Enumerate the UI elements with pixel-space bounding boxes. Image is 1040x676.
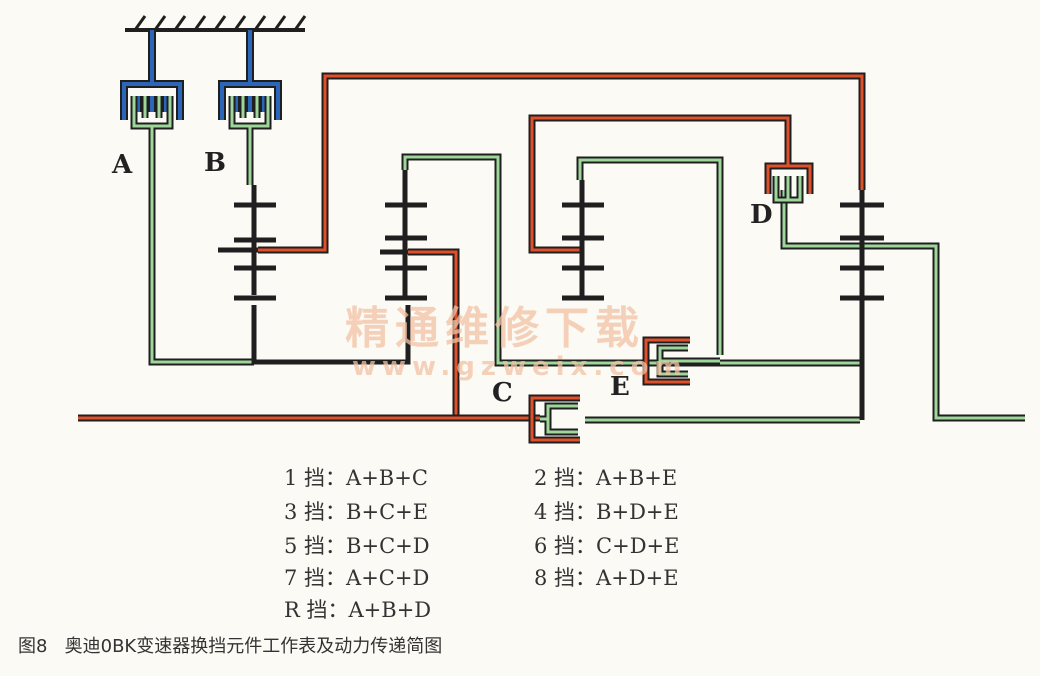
planetary-gearset-4 (840, 190, 884, 301)
watermark-title: 精通维修下载 (345, 303, 645, 354)
green-shafts (148, 140, 1025, 424)
gear-row-7: 7 挡：A+C+D (284, 566, 430, 590)
clutch-c (528, 394, 580, 444)
brake-a (120, 30, 184, 140)
figure-title: 奥迪0BK变速器换挡元件工作表及动力传递简图 (64, 636, 443, 657)
gear-row-1: 1 挡：A+B+C (284, 466, 428, 490)
clutch-e (642, 336, 720, 386)
gear-row-5: 5 挡：B+C+D (284, 534, 430, 558)
figure-caption: 图8 奥迪0BK变速器换挡元件工作表及动力传递简图 (18, 632, 442, 658)
brake-b (218, 30, 282, 140)
label-d: D (750, 200, 773, 230)
gear-row-2: 2 挡：A+B+E (534, 466, 678, 490)
planetary-gearset-3 (562, 180, 604, 301)
watermark-url: www.gzweix.com (352, 352, 688, 382)
planetary-gearset-1 (218, 185, 276, 301)
label-e: E (610, 372, 630, 402)
planetary-gearset-2 (380, 170, 427, 301)
power-flow-diagram: .gE { stroke:#1f1f1f; stroke-width:7; fi… (78, 15, 1025, 444)
clutch-d (764, 160, 814, 204)
gear-row-4: 4 挡：B+D+E (534, 500, 679, 524)
red-shafts (78, 72, 866, 422)
gear-row-3: 3 挡：B+C+E (284, 500, 429, 524)
label-c: C (492, 378, 513, 408)
gear-row-r: R 挡：A+B+D (284, 598, 432, 622)
black-shafts (251, 300, 865, 420)
gear-row-6: 6 挡：C+D+E (534, 534, 680, 558)
gear-row-8: 8 挡：A+D+E (534, 566, 679, 590)
ground-housing (125, 15, 307, 32)
label-a: A (112, 150, 133, 180)
label-b: B (204, 148, 226, 178)
figure-number: 图8 (18, 636, 48, 657)
